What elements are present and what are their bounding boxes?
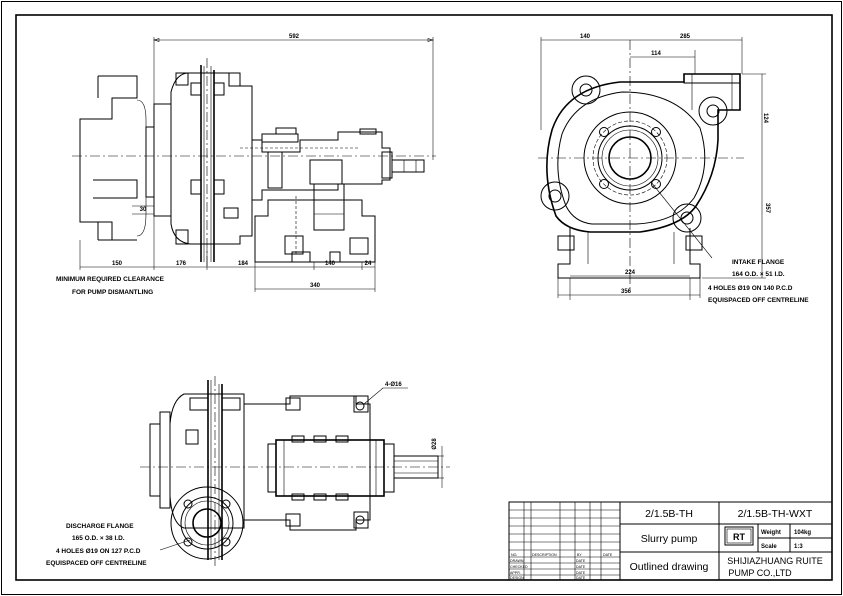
discharge-note-line1: DISCHARGE FLANGE: [66, 523, 134, 530]
title-block: NO. DESCRIPTION BY DATE DRAWN CHECKED AP…: [508, 501, 833, 581]
end-dim-right-height: 357: [764, 203, 770, 214]
end-elevation-view: 140 285 114 124 357 224 356 INTAKE FLANG…: [538, 34, 809, 304]
drawing-code: 2/1.5B-TH-WXT: [738, 508, 813, 520]
role-drawn: DRAWN: [510, 559, 524, 563]
dim-340: 340: [310, 283, 321, 289]
role-design: DESIGN: [510, 576, 524, 580]
plan-hole-label: 4-Ø16: [385, 382, 402, 388]
intake-note-line3: 4 HOLES Ø19 ON 140 P.C.D: [708, 285, 793, 292]
rev-header-description: DESCRIPTION: [532, 553, 557, 557]
discharge-note-line4: EQUISPACED OFF CENTRELINE: [46, 560, 147, 567]
dim-overall-length: 592: [289, 34, 300, 40]
clearance-note-line2: FOR PUMP DISMANTLING: [72, 289, 153, 296]
role-date-1: DATE: [576, 559, 586, 563]
role-date-4: DATE: [576, 576, 586, 580]
role-appr: APPR.: [510, 571, 521, 575]
company-logo: RT: [733, 532, 745, 542]
rev-header-no: NO.: [511, 553, 517, 557]
scale-value: 1:3: [794, 544, 803, 550]
role-date-2: DATE: [576, 565, 586, 569]
dim-140: 140: [325, 261, 336, 267]
plan-view: 4-Ø16 Ø28 DISCHARGE FLANGE 165 O.D. × 38…: [46, 376, 450, 567]
product-name: Slurry pump: [641, 533, 698, 545]
rev-header-by: BY: [577, 553, 582, 557]
dim-184: 184: [238, 261, 249, 267]
drawing-type: Outlined drawing: [630, 561, 709, 573]
end-dim-top-inner: 114: [651, 51, 661, 57]
role-date-3: DATE: [576, 571, 586, 575]
scale-label: Scale: [761, 544, 777, 550]
end-dim-base-inner: 224: [625, 270, 636, 276]
end-dim-right-upper: 124: [762, 113, 768, 124]
role-checked: CHECKED: [510, 565, 528, 569]
dim-clearance: 150: [112, 261, 123, 267]
discharge-note-line2: 165 O.D. × 38 I.D.: [72, 535, 125, 542]
weight-value: 104kg: [794, 530, 811, 536]
end-dim-base-overall: 356: [621, 289, 632, 295]
intake-note-line1: INTAKE FLANGE: [732, 259, 785, 266]
side-elevation-view: 592 150 30 176 184 140 24 340 MINIMUM RE…: [56, 34, 436, 296]
intake-note-line2: 164 O.D. × 51 I.D.: [732, 271, 785, 278]
dim-30: 30: [140, 207, 147, 213]
dim-176: 176: [176, 261, 187, 267]
rev-header-date: DATE: [603, 553, 613, 557]
end-dim-top-left: 140: [580, 34, 591, 40]
weight-label: Weight: [761, 530, 781, 536]
model-number: 2/1.5B-TH: [645, 508, 693, 520]
end-dim-top-right: 285: [680, 34, 691, 40]
clearance-note-line1: MINIMUM REQUIRED CLEARANCE: [56, 276, 165, 283]
company-name-line2: PUMP CO.,LTD: [728, 568, 792, 578]
dim-24: 24: [365, 261, 372, 267]
intake-note-line4: EQUISPACED OFF CENTRELINE: [708, 297, 809, 304]
plan-shaft-label: Ø28: [432, 438, 438, 450]
company-name-line1: SHIJIAZHUANG RUITE: [727, 556, 823, 566]
discharge-note-line3: 4 HOLES Ø19 ON 127 P.C.D: [56, 548, 141, 555]
